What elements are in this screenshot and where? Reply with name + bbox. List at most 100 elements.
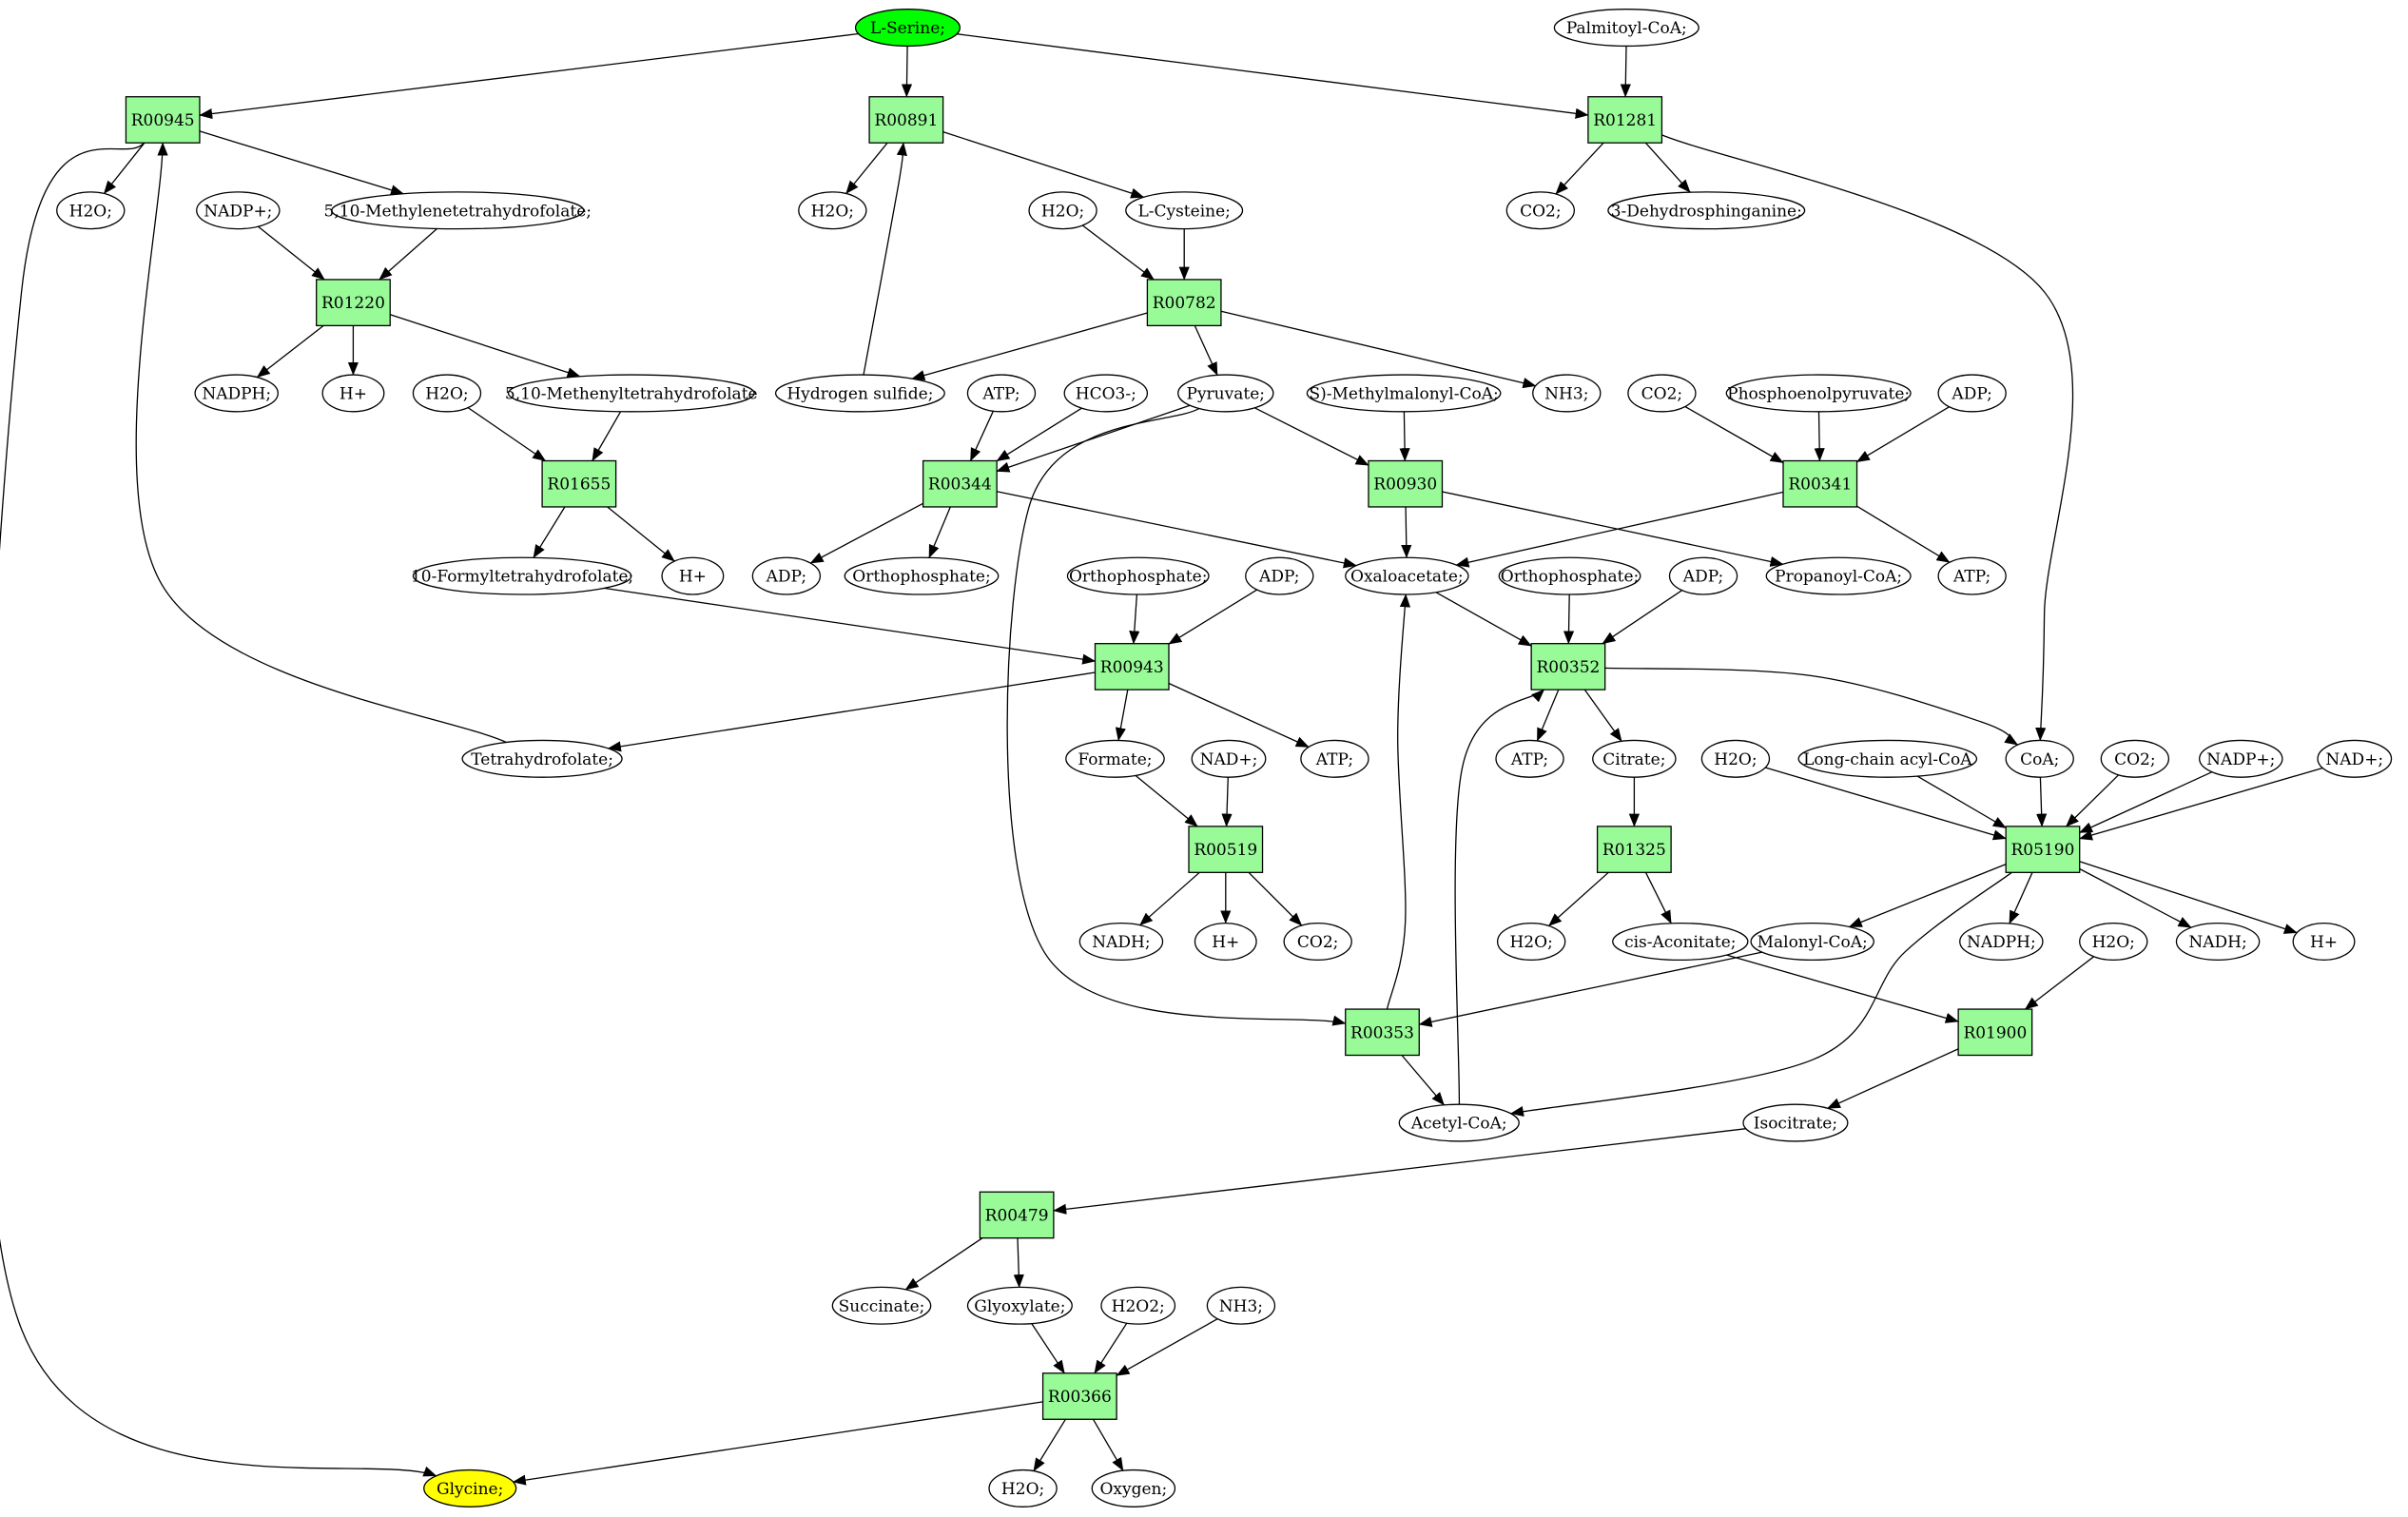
compound-node-atp_4: ATP; [1495, 739, 1564, 778]
node-shape-lcacoa [1797, 739, 1978, 778]
node-label-nadph_1: NADPH; [202, 384, 271, 403]
edge-R00366-to-h2o_8 [1033, 1418, 1066, 1472]
compound-node-nh3_2: NH3; [1206, 1286, 1276, 1325]
reaction-node-R00891: R00891 [868, 96, 944, 144]
node-shape-mthf [331, 191, 585, 230]
compound-node-adp_3: ADP; [1245, 556, 1314, 595]
node-shape-adp_4 [1668, 556, 1738, 595]
node-shape-h2o2 [1100, 1286, 1176, 1325]
node-shape-co2_3 [2100, 739, 2170, 778]
compound-node-nadh_2: NADH; [2175, 922, 2261, 962]
node-shape-R00344 [922, 459, 998, 508]
node-shape-lcys [1125, 191, 1244, 230]
node-label-hp_1: H+ [340, 384, 367, 403]
node-shape-acetyl [1398, 1103, 1520, 1142]
node-shape-h2o_6 [1496, 922, 1566, 962]
node-shape-atp_4 [1495, 739, 1564, 778]
edge-adp_4-to-R00352 [1602, 590, 1682, 645]
node-shape-hp_1 [321, 374, 385, 413]
node-label-R01220: R01220 [321, 294, 385, 313]
compound-node-h2o_2: H2O; [798, 191, 867, 230]
compound-node-h2o_4: H2O; [412, 374, 482, 413]
node-shape-co2_4 [1283, 922, 1352, 962]
edge-R01220-to-nadph_1 [256, 324, 324, 379]
node-label-R00353: R00353 [1350, 1023, 1414, 1042]
node-label-hco3: HCO3-; [1076, 384, 1136, 403]
node-shape-pep [1725, 374, 1912, 413]
node-label-R05190: R05190 [2011, 841, 2075, 860]
compound-node-glycine: Glycine; [423, 1468, 517, 1507]
reaction-node-R00943: R00943 [1094, 643, 1170, 690]
edge-serine-to-R00891 [901, 46, 913, 98]
edge-formate-to-R00519 [1135, 774, 1198, 827]
edge-fthf-to-R00943 [604, 587, 1097, 665]
compound-node-dhs: 3-Dehydrosphinganine; [1607, 191, 1806, 230]
edge-h2o_4-to-R01655 [467, 407, 547, 462]
node-label-h2o_8: H2O; [1001, 1480, 1044, 1499]
compound-node-adp_2: ADP; [751, 556, 822, 595]
node-shape-R01325 [1596, 826, 1672, 873]
edge-isocit-to-R00479 [1053, 1128, 1746, 1215]
node-label-dhs: 3-Dehydrosphinganine; [1611, 202, 1802, 221]
node-label-fthf: 10-Formyltetrahydrofolate; [411, 568, 633, 587]
edge-R00782-to-h2s [911, 312, 1148, 381]
node-label-h2s: Hydrogen sulfide; [786, 384, 933, 403]
node-label-h2o2: H2O2; [1112, 1297, 1165, 1316]
edge-R00945-to-h2o_1 [103, 142, 146, 195]
compound-node-orth_2: Orthophosphate; [1066, 556, 1210, 595]
node-shape-adp_2 [751, 556, 822, 595]
edge-R00353-to-oaa [1386, 593, 1411, 1010]
node-label-R01281: R01281 [1593, 111, 1657, 130]
node-shape-malcoa [1750, 922, 1874, 962]
compound-node-co2_3: CO2; [2100, 739, 2170, 778]
node-label-R01900: R01900 [1963, 1023, 2027, 1042]
node-label-propcoa: Propanoyl-CoA; [1775, 568, 1902, 587]
node-shape-palm [1553, 9, 1699, 48]
node-shape-hp_3 [1194, 922, 1257, 962]
node-shape-R00930 [1368, 459, 1444, 508]
node-label-oxygen: Oxygen; [1099, 1480, 1167, 1499]
node-shape-R00479 [979, 1191, 1055, 1239]
node-shape-glycine [423, 1468, 517, 1507]
edge-atp_1-to-R00344 [969, 410, 994, 462]
edge-R01655-to-hp_2 [607, 506, 675, 562]
compound-node-nadpp_1: NADP+; [196, 191, 281, 230]
node-shape-nadp_2 [1191, 739, 1267, 778]
edge-adp_3-to-R00943 [1168, 589, 1258, 645]
reaction-node-R00352: R00352 [1530, 643, 1606, 690]
edge-pyr-to-R00353 [1006, 407, 1347, 1026]
node-shape-nh3_1 [1532, 374, 1602, 413]
edge-R05190-to-hp_4 [2079, 861, 2298, 934]
node-label-thf: Tetrahydrofolate; [471, 750, 613, 769]
node-label-lcys: L-Cysteine; [1137, 202, 1230, 221]
node-label-R00943: R00943 [1100, 658, 1164, 677]
node-shape-hp_4 [2292, 922, 2356, 962]
compound-node-co2_2: CO2; [1627, 374, 1697, 413]
edge-R00352-to-citrate [1583, 689, 1622, 742]
node-label-h2o_2: H2O; [811, 202, 854, 221]
edge-h2s-to-R00891 [863, 142, 907, 376]
node-shape-R01220 [316, 279, 391, 327]
edge-orth_2-to-R00943 [1129, 593, 1140, 645]
node-label-co2_3: CO2; [2114, 750, 2156, 769]
edge-adp_1-to-R00341 [1855, 406, 1951, 463]
edge-R05190-to-nadh_2 [2079, 867, 2192, 928]
node-label-nadh_2: NADH; [2188, 933, 2246, 952]
edge-orth_3-to-R00352 [1563, 593, 1575, 645]
edge-h2o_7-to-R01900 [2024, 956, 2094, 1010]
compound-node-oxygen: Oxygen; [1091, 1468, 1176, 1507]
node-label-isocit: Isocitrate; [1754, 1115, 1837, 1134]
compound-node-fthf: 10-Formyltetrahydrofolate; [411, 556, 633, 595]
reaction-node-R00782: R00782 [1146, 279, 1222, 327]
edge-R00479-to-glyox [1013, 1237, 1024, 1289]
node-label-h2o_7: H2O; [2092, 933, 2135, 952]
node-label-R00344: R00344 [928, 476, 992, 495]
node-label-glycine: Glycine; [437, 1480, 503, 1499]
edge-pyr-to-R00930 [1254, 407, 1369, 466]
node-shape-atp_1 [966, 374, 1037, 413]
node-shape-formate [1065, 739, 1165, 778]
node-label-formate: Formate; [1078, 750, 1152, 769]
edge-R01655-to-fthf [533, 506, 566, 558]
node-label-R00930: R00930 [1373, 476, 1437, 495]
edge-serine-to-R00945 [199, 32, 859, 120]
